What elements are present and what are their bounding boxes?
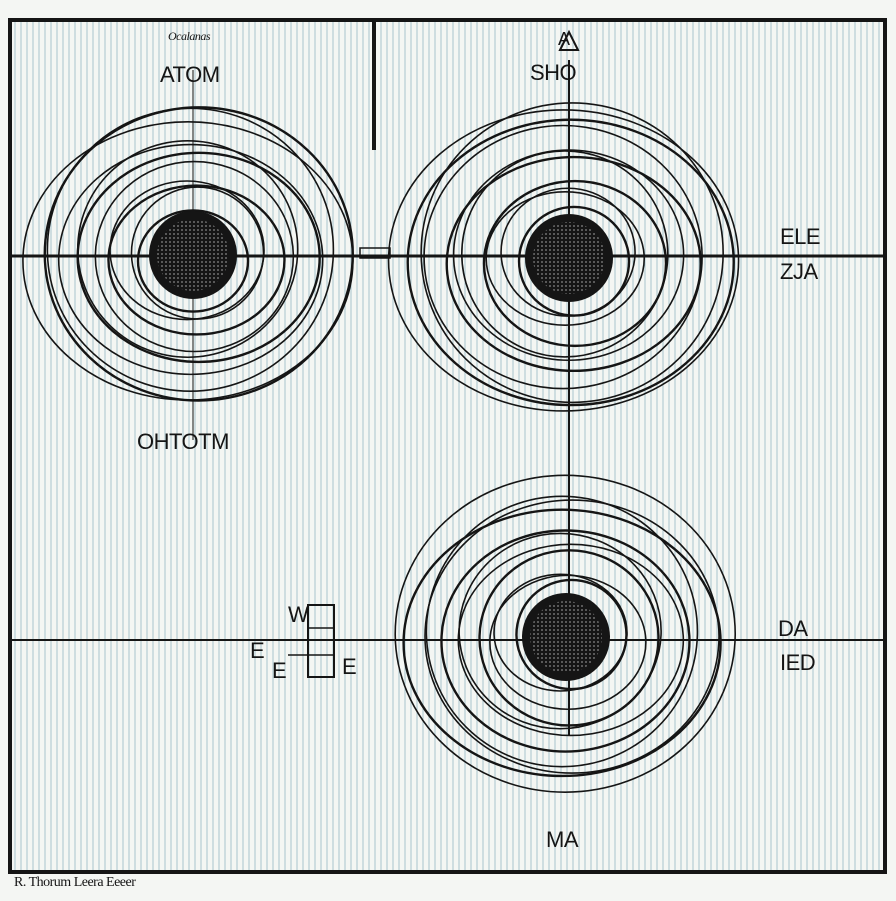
label-top-small: Ocalanas — [168, 29, 211, 43]
top-right-atom — [387, 102, 740, 412]
label-sho: SHO — [530, 60, 577, 85]
orbit-ring — [394, 474, 737, 793]
nucleus-texture — [530, 601, 602, 673]
axis-connector — [359, 247, 391, 259]
top-left-atom — [22, 106, 354, 402]
outer-frame — [8, 18, 887, 874]
orbit-ring — [452, 149, 685, 362]
orbit-ring — [500, 187, 636, 317]
label-da: DA — [778, 616, 808, 641]
label-box — [307, 604, 335, 678]
grid-lines — [10, 20, 885, 872]
label-arrow-top: A — [558, 29, 570, 49]
orbit-ring — [485, 191, 646, 326]
label-box-group — [288, 604, 335, 678]
nucleus-texture — [533, 222, 605, 294]
orbit-ring — [107, 184, 286, 336]
orbit-ring — [440, 529, 691, 753]
orbit-ring — [57, 143, 324, 376]
orbit-ring — [425, 495, 699, 768]
label-atom: ATOM — [160, 62, 220, 87]
orbit-ring — [420, 102, 724, 404]
orbit-ring — [94, 160, 295, 353]
label-ele: ELE — [780, 224, 821, 249]
orbit-ring — [445, 155, 702, 373]
orbit-ring — [136, 209, 250, 313]
orbit-ring — [406, 118, 735, 407]
atoms-layer — [22, 102, 740, 793]
orbit-ring — [424, 499, 720, 774]
orbit-ring — [482, 179, 668, 348]
orbit-ring — [478, 549, 660, 727]
orbit-ring — [76, 151, 321, 364]
orbit-ring — [493, 573, 628, 692]
label-e-bottom-left: E — [272, 658, 287, 683]
orbit-ring — [423, 124, 703, 390]
orbit-ring — [461, 150, 669, 358]
bottom-atom — [394, 474, 737, 793]
label-w: W — [288, 602, 309, 627]
label-ohtotm: OHTOTM — [137, 429, 229, 454]
label-e-right-of-box: E — [342, 654, 357, 679]
orbit-ring — [457, 543, 685, 737]
label-e-left: E — [250, 638, 265, 663]
label-zja: ZJA — [780, 259, 818, 284]
orbit-ring — [387, 109, 740, 412]
caption: R. Thorum Leera Eeeer — [14, 875, 136, 890]
arrow-up-icon — [558, 29, 580, 51]
orbit-ring — [489, 574, 647, 711]
orbit-ring — [22, 121, 354, 401]
nucleus-texture — [157, 219, 229, 291]
orbit-ring — [402, 508, 722, 778]
label-ied: IED — [780, 650, 816, 675]
label-ma: MA — [546, 827, 579, 852]
